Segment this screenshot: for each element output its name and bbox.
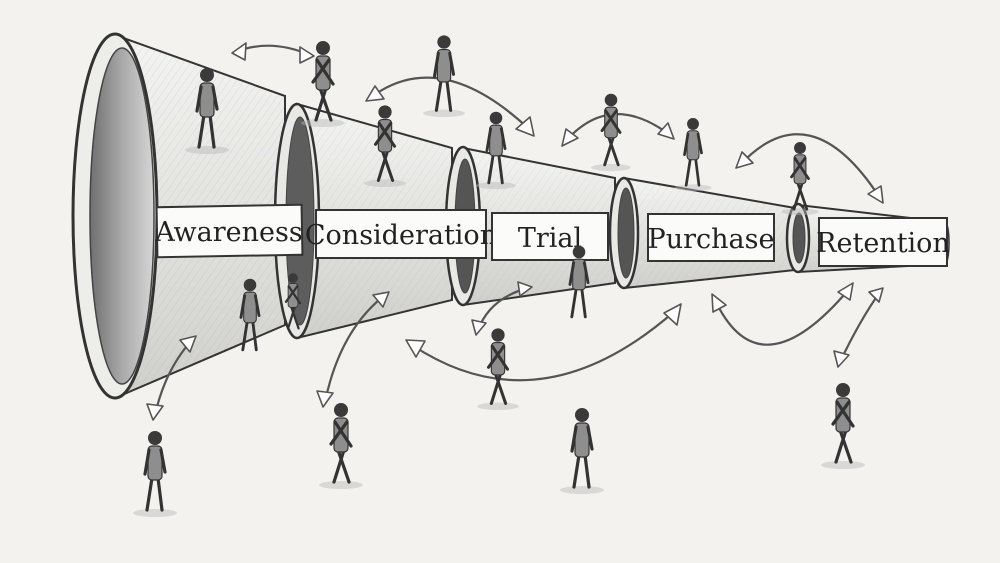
stage-label-trial: Trial [518, 223, 582, 254]
double-arrow-top-consideration [365, 76, 535, 137]
double-arrow-top-awareness [231, 42, 315, 64]
stage-label-consideration: Consideration [305, 220, 497, 251]
double-arrow-bottom-purchase [711, 282, 854, 346]
double-arrow-top-purchase [735, 133, 884, 204]
person-figure [364, 105, 406, 188]
stage-label-purchase: Purchase [648, 224, 775, 255]
person-figure [133, 431, 177, 517]
person-figure [284, 273, 302, 330]
double-arrow-bottom-retention [833, 287, 884, 368]
stage-sign-trial: Trial [491, 212, 609, 261]
person-figure [560, 408, 604, 494]
stage-signs: Awareness Consideration Trial Purchase R… [154, 203, 950, 267]
movement-arrows [146, 42, 884, 421]
person-figure [591, 93, 631, 172]
person-figure [301, 41, 345, 127]
double-arrow-bottom-awareness [146, 335, 197, 421]
person-figure [239, 278, 261, 352]
stage-sign-purchase: Purchase [647, 213, 775, 262]
stage-sign-consideration: Consideration [305, 209, 497, 259]
person-figure [319, 403, 363, 489]
person-figure [781, 142, 819, 216]
double-arrow-bottom-trial [471, 281, 533, 336]
person-figure [423, 35, 465, 118]
person-figure [568, 245, 590, 319]
person-figure [674, 118, 712, 192]
stage-label-awareness: Awareness [154, 217, 302, 248]
person-figure [185, 68, 229, 154]
stage-label-retention: Retention [816, 228, 950, 259]
large-arrow-trial-purchase [405, 303, 682, 382]
stage-sign-retention: Retention [816, 217, 950, 267]
people-figures [133, 35, 865, 517]
person-figure [821, 383, 865, 469]
person-figure [476, 111, 516, 190]
double-arrow-bottom-consideration [316, 291, 390, 408]
stage-sign-awareness: Awareness [154, 203, 304, 259]
person-figure [477, 328, 519, 411]
funnel-segments [71, 32, 950, 400]
